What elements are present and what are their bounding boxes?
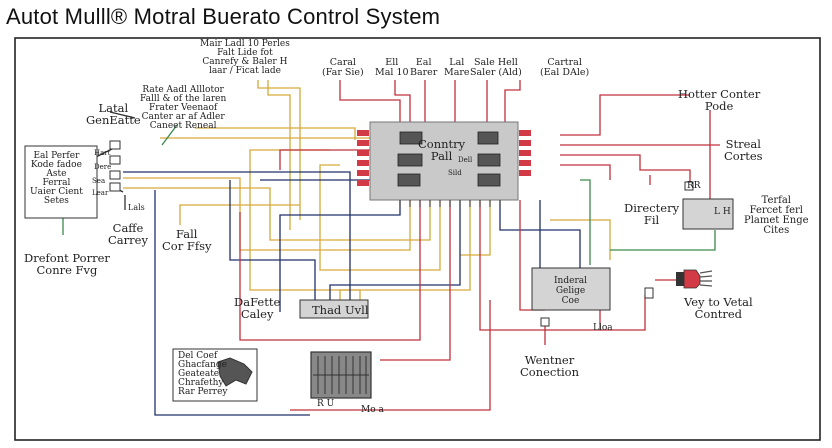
drefont-label: Drefont Porrer Conre Fvg xyxy=(24,251,110,277)
terfal-box xyxy=(682,198,734,230)
plug-icon xyxy=(644,269,713,299)
dafette-label: DaFette Caley xyxy=(234,295,281,321)
tag-rr: RR xyxy=(687,181,701,191)
control-panel-label: Conntry Pall xyxy=(418,137,466,163)
vey-label: Vey to Vetal Contred xyxy=(684,295,753,321)
small-label-1: Hart xyxy=(94,149,111,157)
fall-label: Fall Cor Ffsy xyxy=(162,227,212,253)
control-panel-tag-a: Dell xyxy=(458,156,473,164)
directory-label: Directery Fil xyxy=(624,201,680,227)
wires xyxy=(62,80,720,416)
caffe-label: Caffe Carrey xyxy=(108,221,148,247)
tag-ru: R U xyxy=(317,399,335,409)
thad-unit-box xyxy=(299,299,369,319)
radiator-icon xyxy=(310,351,372,399)
top-label-6: Cartral(Eal DAle) xyxy=(540,57,590,78)
inderal-box xyxy=(531,267,611,311)
legend-box xyxy=(172,348,258,402)
page-title: Autot Mulll® Motral Buerato Control Syst… xyxy=(6,4,441,29)
terfal-label: Terfal Fercet ferl Plamet Enge Cites xyxy=(744,195,809,236)
left-terminals xyxy=(109,140,121,192)
thad-unit-label: Thad Uvll xyxy=(312,303,369,317)
latal-label: Latal GenEatte xyxy=(86,101,141,127)
small-label-3: Sea xyxy=(92,177,106,185)
rate-label: Rate Aadl Alllotor Falll & of the laren … xyxy=(140,85,227,131)
wentner-label: Wentner Conection xyxy=(520,353,580,379)
left-box-text: Eal Perfer Kode fadoe Aste Ferral Uaier … xyxy=(30,151,83,206)
main-header-label: Mair Ladl 10 Perles Falt Lide fot Canref… xyxy=(200,39,290,76)
tag-lloa: Lloa xyxy=(593,323,613,333)
tag-lh: L H xyxy=(714,207,731,217)
small-label-4: Lear xyxy=(92,189,109,197)
lates-label: Lals xyxy=(128,203,145,212)
small-label-2: Dere xyxy=(94,163,112,171)
tag-moa: Mo a xyxy=(361,405,384,415)
control-panel-tag-b: Sild xyxy=(448,169,462,177)
legend-box-text: Del Coef Ghacfange Geateate Chrafethy Ra… xyxy=(178,351,228,397)
hotter-label: Hotter Conter Pode xyxy=(678,87,761,113)
inderal-terminal xyxy=(540,317,550,327)
left-module-box xyxy=(24,145,98,219)
control-panel xyxy=(357,121,531,207)
terfal-terminal xyxy=(684,181,694,191)
inderal-label: Inderal Gelige Coe xyxy=(554,276,587,306)
diagram-frame xyxy=(14,37,821,441)
map-icon xyxy=(217,357,253,387)
top-label-1: Caral(Far Sie) xyxy=(322,57,364,78)
streal-label: Streal Cortes xyxy=(724,137,763,163)
